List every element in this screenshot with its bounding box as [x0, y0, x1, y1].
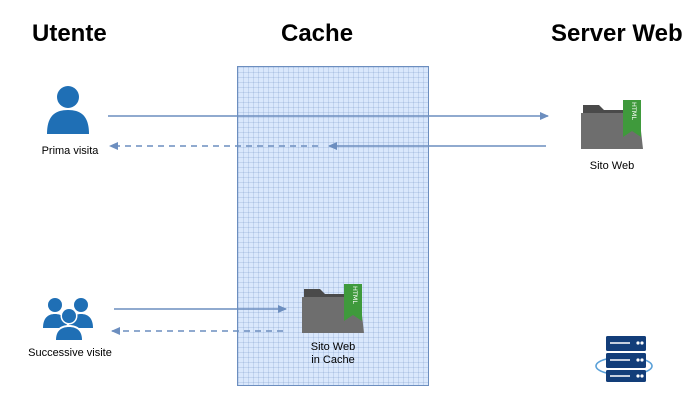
first-visit-label: Prima visita	[41, 145, 99, 157]
users-group-icon	[43, 298, 93, 341]
user-heading: Utente	[32, 20, 107, 47]
cached-html-folder-icon: HTML	[302, 284, 364, 333]
website-label: Sito Web	[589, 160, 635, 172]
server-icon	[595, 336, 653, 382]
next-visits-label: Successive visite	[28, 347, 112, 359]
html-folder-icon: HTML	[581, 100, 643, 149]
html-badge-text: HTML	[630, 102, 638, 120]
server-web-heading: Server Web	[551, 20, 683, 47]
cached-site-label-line2: in Cache	[311, 354, 355, 366]
cached-site-label: Sito Web in Cache	[297, 341, 369, 367]
cached-html-badge-text: HTML	[351, 286, 359, 304]
user-icon	[47, 86, 89, 134]
cache-heading: Cache	[281, 20, 354, 47]
cached-site-label-line1: Sito Web	[310, 341, 356, 353]
